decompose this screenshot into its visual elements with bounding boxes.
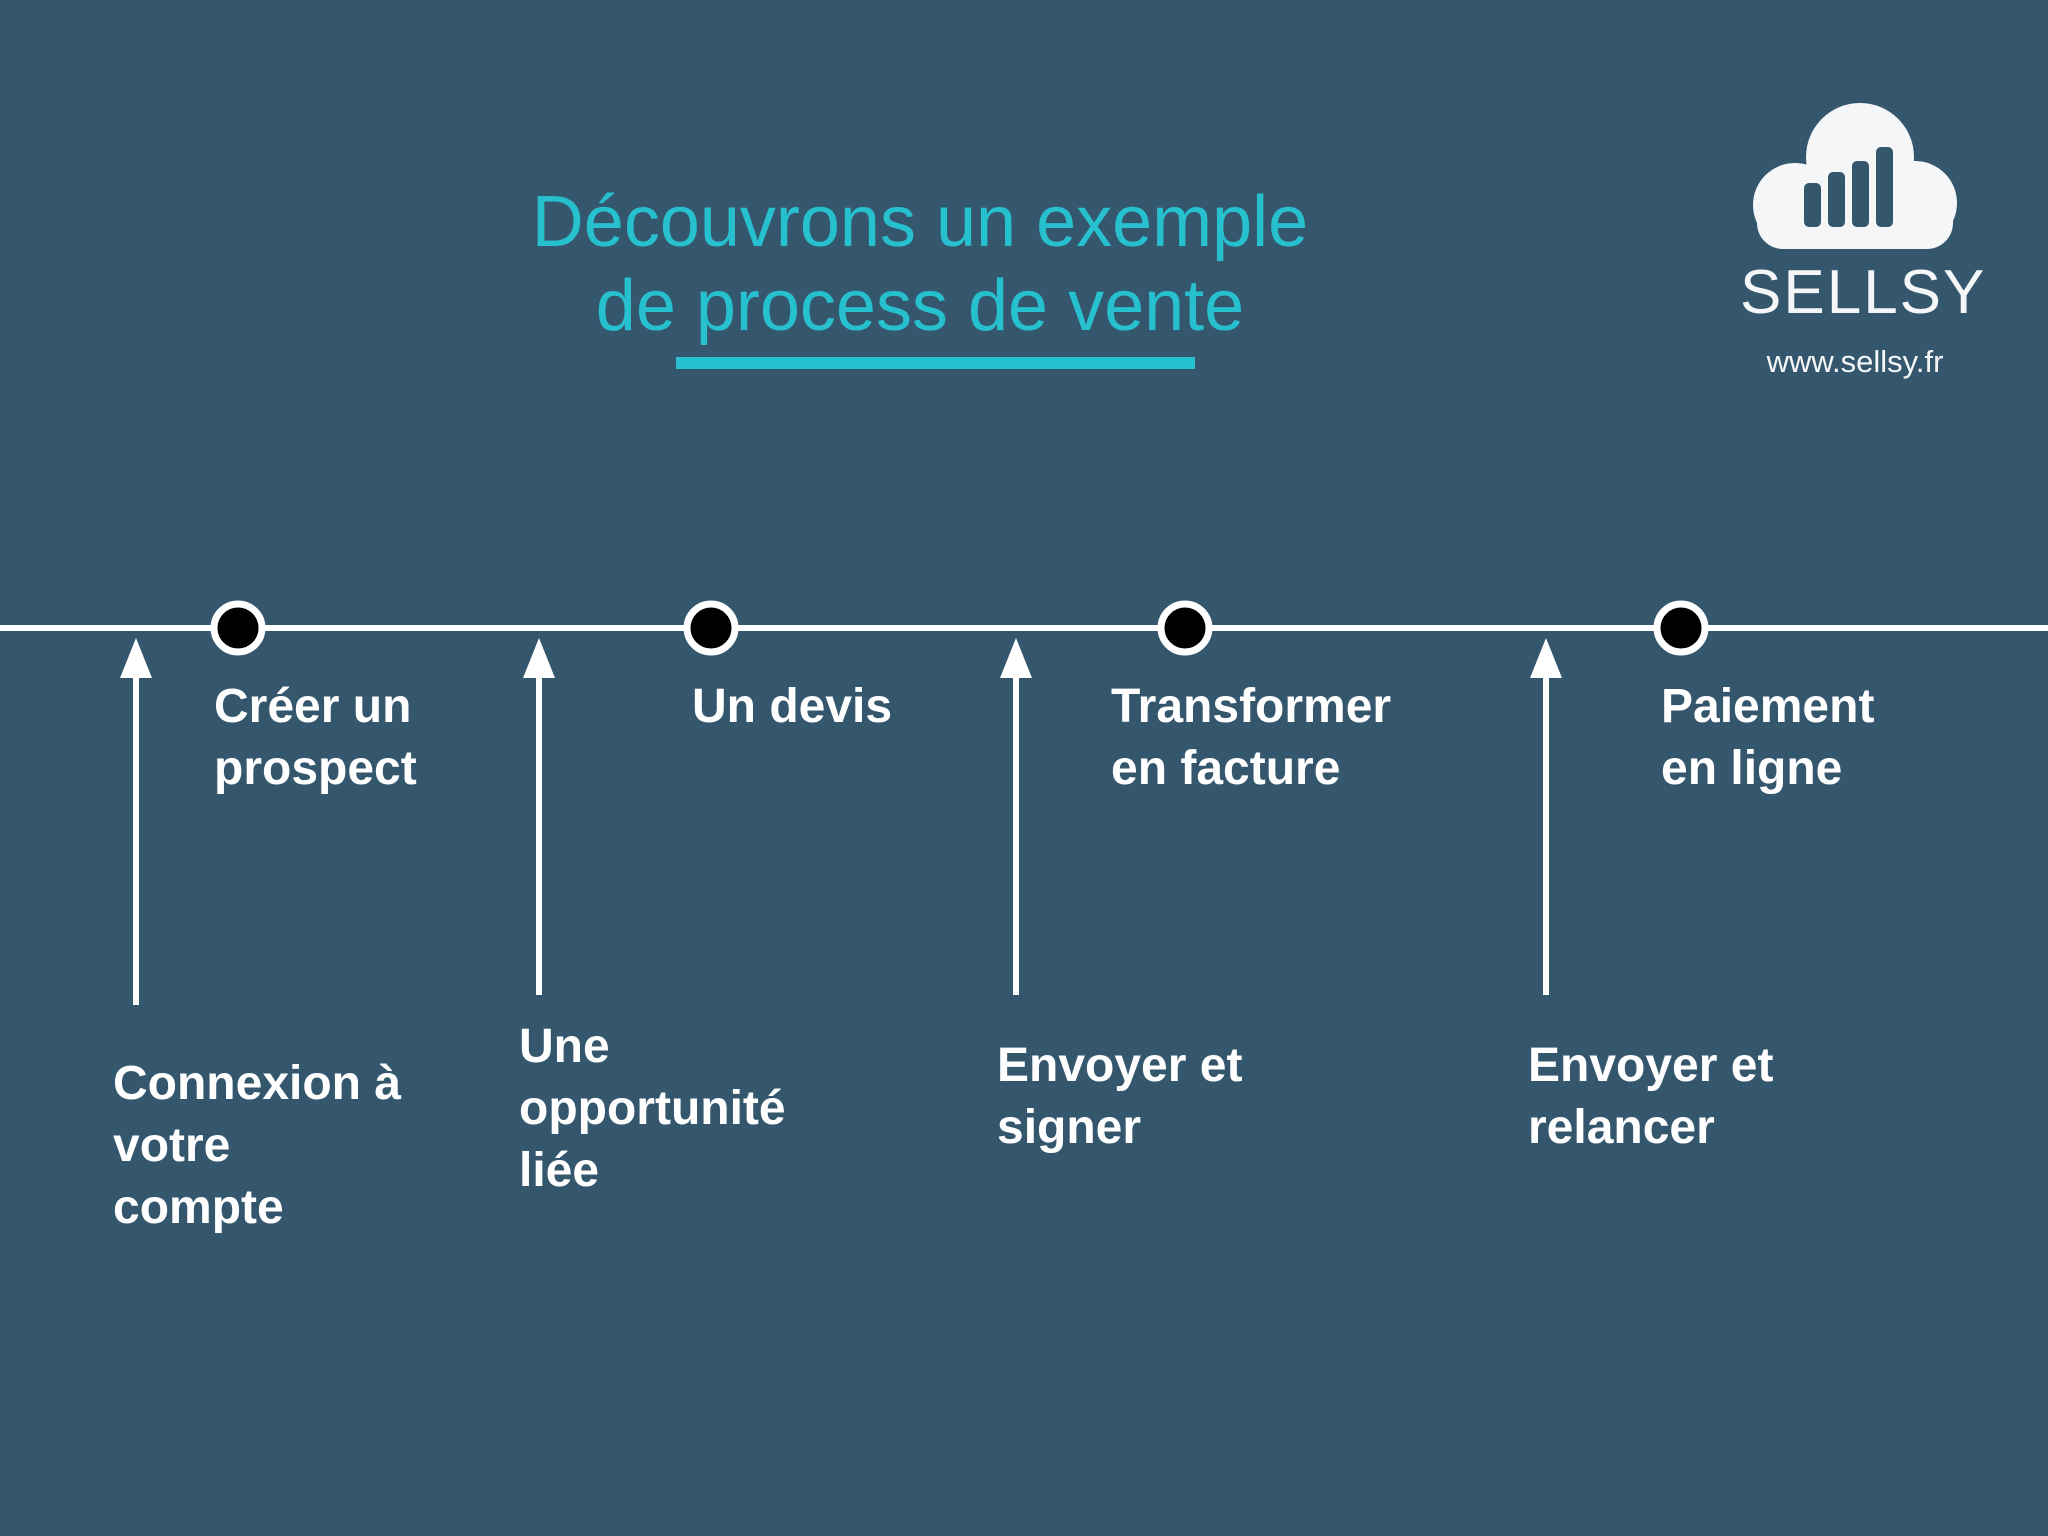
milestone-label-3: Transformer en facture bbox=[1111, 680, 1392, 795]
milestone-label-4: Paiement en ligne bbox=[1661, 680, 1875, 795]
title-line-1: Découvrons un exemple bbox=[531, 182, 1309, 262]
arrow-up-icon-3 bbox=[1000, 638, 1032, 995]
milestone-dot-2 bbox=[683, 600, 739, 656]
arrow-up-icon-2 bbox=[523, 638, 555, 995]
slide-title: Découvrons un exemple de process de vent… bbox=[420, 180, 1420, 348]
milestone-dot-3 bbox=[1157, 600, 1213, 656]
milestone-label-2: Un devis bbox=[692, 680, 893, 733]
arrow-up-icon-4 bbox=[1530, 638, 1562, 995]
cloud-bar-chart-icon bbox=[1753, 103, 1957, 249]
action-label-2: Une opportunité liée bbox=[519, 1020, 786, 1197]
action-label-1: Connexion à votre compte bbox=[113, 1057, 402, 1234]
title-line-2: de process de vente bbox=[595, 266, 1245, 346]
arrow-up-icon-1 bbox=[120, 638, 152, 1005]
brand-url[interactable]: www.sellsy.fr bbox=[1766, 344, 1944, 379]
milestone-dot-4 bbox=[1653, 600, 1709, 656]
title-underline bbox=[676, 357, 1195, 369]
brand-name: SELLSY bbox=[1740, 258, 1987, 327]
milestone-label-1: Créer un prospect bbox=[214, 680, 417, 795]
action-label-3: Envoyer et signer bbox=[997, 1039, 1243, 1154]
milestone-dot-1 bbox=[210, 600, 266, 656]
action-label-4: Envoyer et relancer bbox=[1528, 1039, 1774, 1154]
